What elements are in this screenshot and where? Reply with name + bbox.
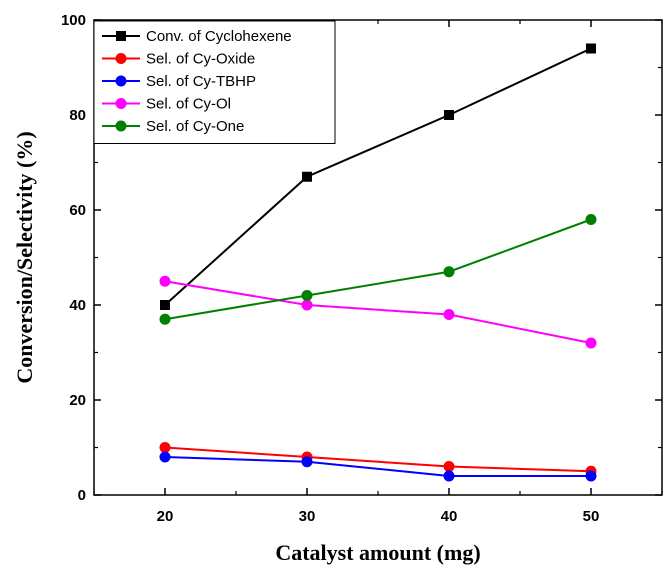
data-point	[443, 470, 455, 482]
data-point	[159, 313, 171, 325]
legend-label: Sel. of Cy-Ol	[146, 96, 231, 113]
series-2	[159, 451, 597, 482]
series-line	[164, 280, 592, 344]
y-tick-label: 60	[69, 202, 86, 219]
data-point	[301, 456, 313, 468]
data-point	[586, 43, 596, 54]
data-point	[159, 451, 171, 463]
data-point	[443, 266, 455, 278]
legend-label: Sel. of Cy-Oxide	[146, 51, 255, 68]
series-line	[164, 218, 592, 321]
legend-item: Sel. of Cy-Ol	[102, 96, 231, 113]
data-point	[159, 275, 171, 287]
data-point	[443, 309, 455, 320]
series-3	[159, 275, 597, 349]
legend-marker	[115, 120, 127, 132]
data-point	[160, 300, 170, 310]
data-point	[302, 171, 312, 182]
y-tick-label: 100	[61, 12, 86, 29]
legend-label: Conv. of Cyclohexene	[146, 28, 292, 45]
x-tick-label: 30	[299, 508, 316, 525]
legend-item: Sel. of Cy-TBHP	[102, 73, 256, 90]
legend-marker	[116, 31, 126, 41]
legend-box	[93, 20, 336, 144]
legend-marker	[115, 53, 127, 64]
x-axis-title: Catalyst amount (mg)	[275, 540, 480, 565]
series-line	[164, 456, 591, 477]
y-tick-label: 0	[78, 487, 86, 504]
legend-item: Sel. of Cy-Oxide	[102, 51, 255, 68]
legend-marker	[115, 75, 127, 87]
data-point	[585, 337, 597, 349]
series-0	[160, 43, 596, 310]
data-point	[159, 442, 171, 453]
legend-label: Sel. of Cy-One	[146, 118, 244, 135]
data-point	[301, 299, 313, 311]
series-line	[164, 446, 592, 473]
x-tick-label: 40	[441, 508, 458, 525]
data-point	[301, 290, 313, 301]
x-tick-label: 50	[583, 508, 600, 525]
legend-marker	[115, 98, 127, 109]
y-axis-title: Conversion/Selectivity (%)	[12, 131, 37, 383]
axes-layer: 0 20 40 60 80 100 20 30 40 50	[61, 12, 663, 525]
legend-label: Sel. of Cy-TBHP	[146, 73, 256, 90]
y-tick-label: 20	[69, 392, 86, 409]
legend-item: Conv. of Cyclohexene	[102, 28, 292, 45]
data-point	[585, 470, 597, 482]
x-tick-label: 20	[157, 508, 174, 525]
series-4	[159, 214, 597, 325]
legend-item: Sel. of Cy-One	[102, 118, 244, 135]
y-tick-label: 40	[69, 297, 86, 314]
series-layer	[159, 43, 597, 482]
data-point	[444, 110, 454, 120]
y-tick-label: 80	[69, 107, 86, 124]
data-point	[443, 461, 455, 472]
data-point	[585, 214, 597, 225]
series-line	[164, 47, 592, 306]
